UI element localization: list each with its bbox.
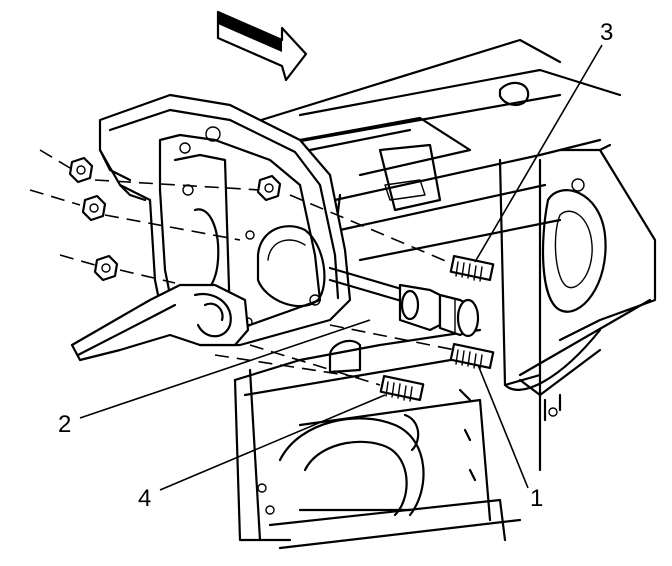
callout-3: 3 bbox=[600, 19, 613, 46]
forward-direction-arrow-icon bbox=[216, 10, 308, 82]
callout-4: 4 bbox=[138, 485, 151, 512]
booster-pushrod bbox=[328, 266, 480, 338]
callout-2: 2 bbox=[58, 411, 71, 438]
lower-dash-panel bbox=[233, 328, 522, 550]
mounting-nut bbox=[93, 254, 119, 282]
mounting-nut bbox=[68, 156, 94, 184]
mounting-nut bbox=[256, 174, 282, 202]
booster-stud bbox=[449, 254, 495, 282]
callout-leaders bbox=[79, 44, 603, 491]
booster-stud bbox=[379, 374, 425, 402]
vehicle-body-structure bbox=[243, 38, 657, 472]
alignment-dashed-lines bbox=[29, 149, 456, 386]
mounting-nut bbox=[81, 194, 107, 222]
booster-stud bbox=[449, 342, 495, 370]
brake-pedal-bracket bbox=[70, 93, 352, 362]
callout-1: 1 bbox=[530, 485, 543, 512]
